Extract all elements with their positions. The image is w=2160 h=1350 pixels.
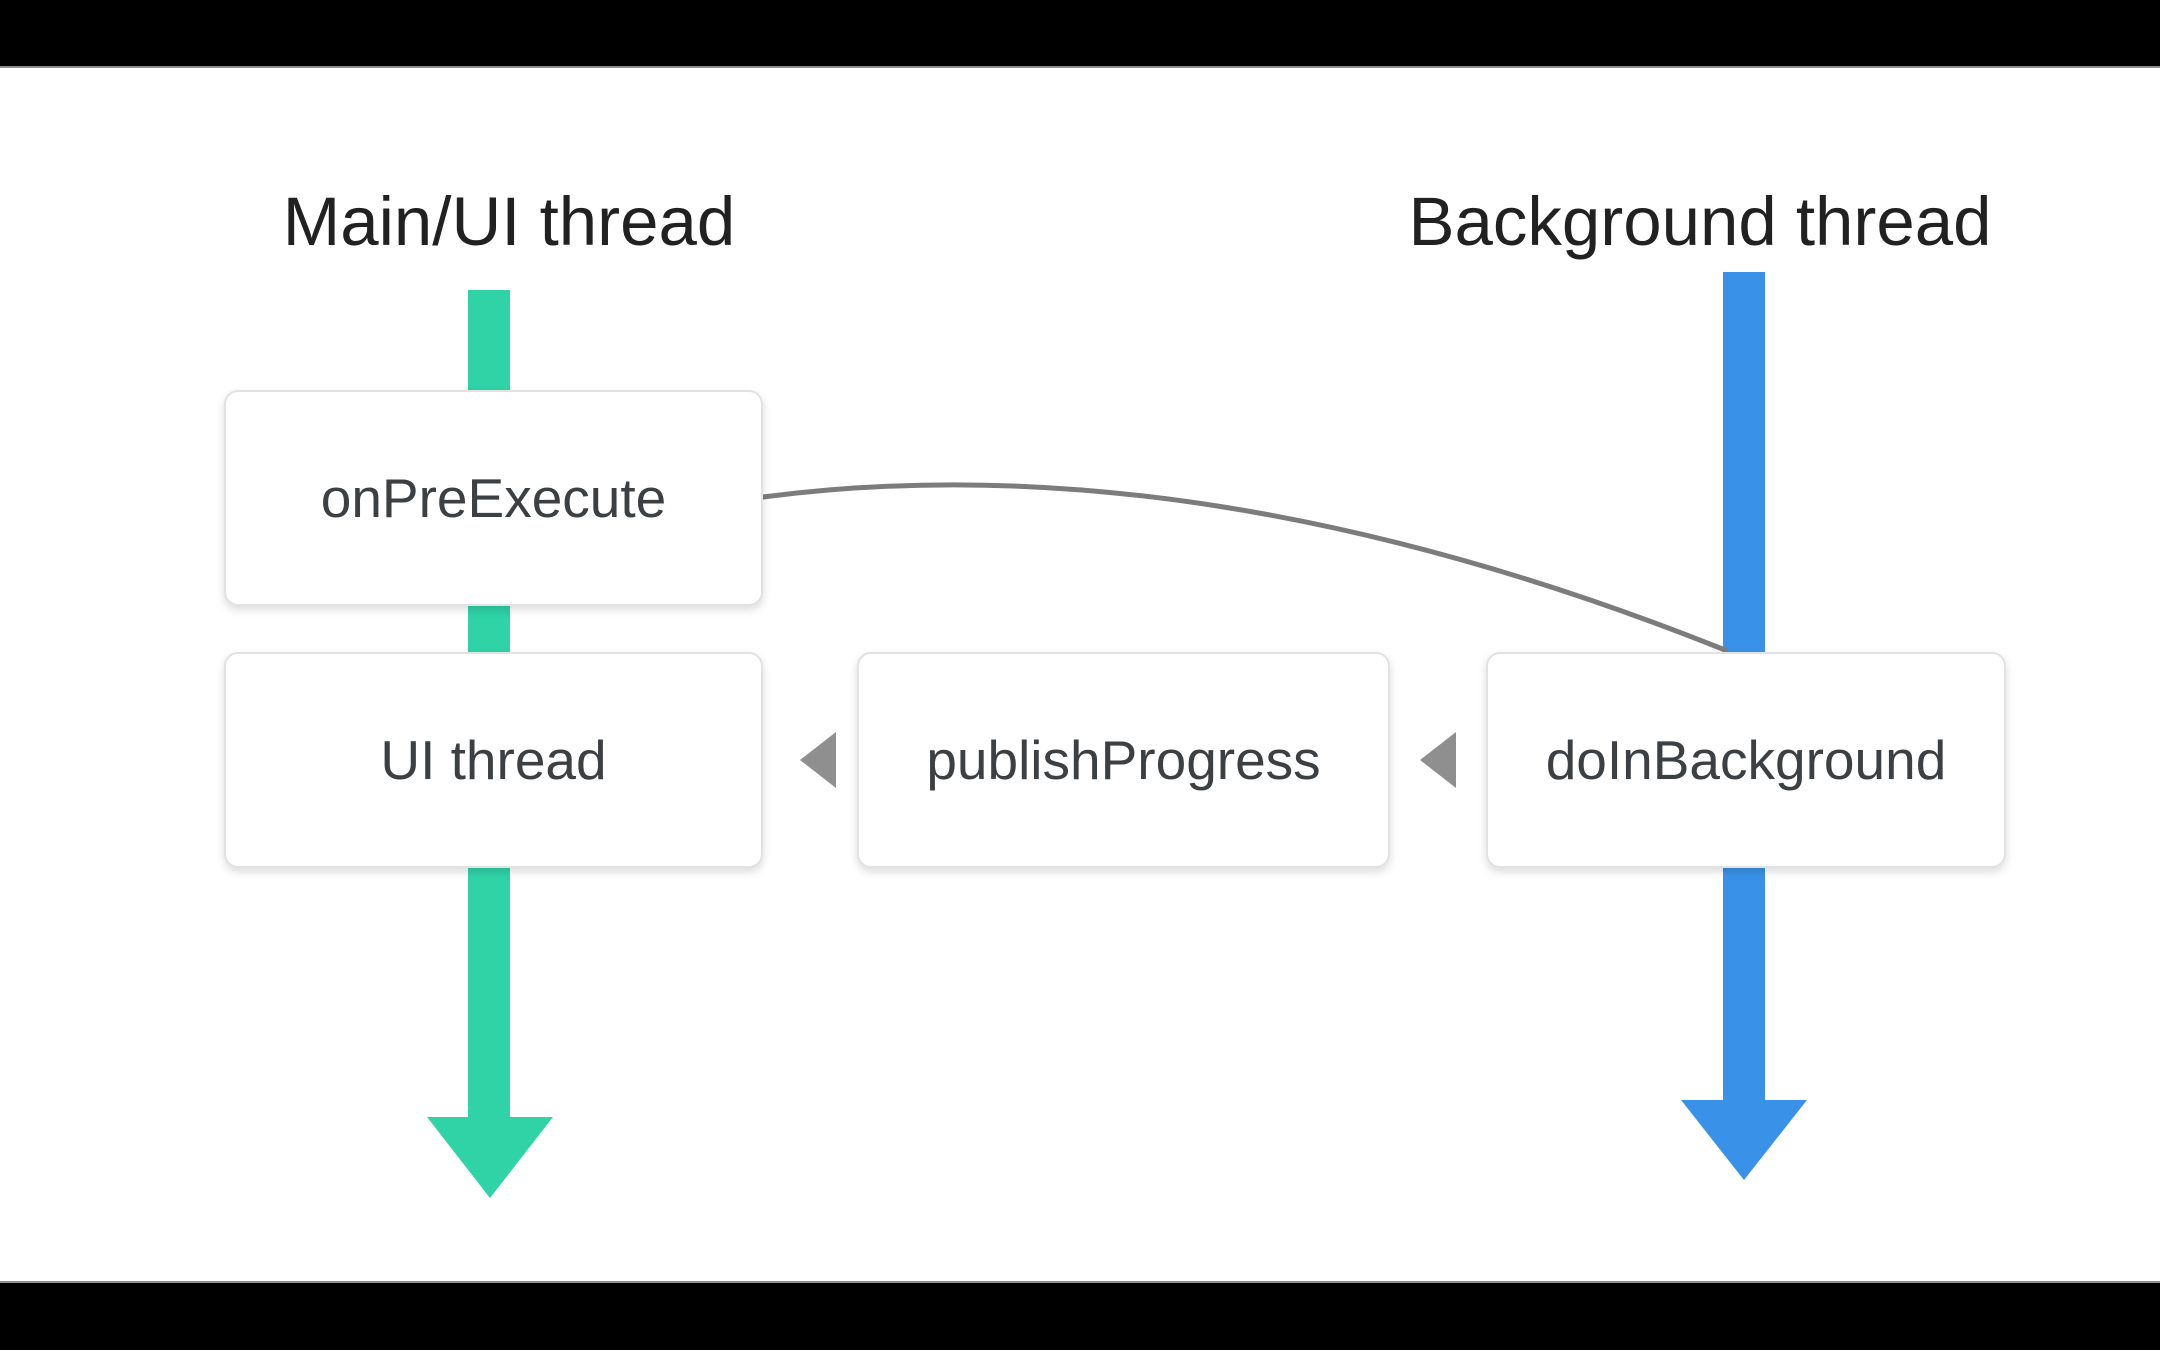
letterbox-top <box>0 0 2160 68</box>
main-thread-arrow-head <box>427 1117 553 1198</box>
diagram-canvas: Main/UI thread Background thread onPreEx… <box>0 67 2160 1283</box>
main-thread-title: Main/UI thread <box>282 183 736 260</box>
node-onpreexecute: onPreExecute <box>224 390 763 606</box>
onpreexecute-to-doinbackground-connector <box>760 482 1728 653</box>
node-onpreexecute-label: onPreExecute <box>320 467 667 529</box>
letterbox-bottom <box>0 1281 2160 1350</box>
node-ui-thread: UI thread <box>224 652 763 868</box>
node-publishprogress-label: publishProgress <box>926 729 1321 791</box>
node-doinbackground-label: doInBackground <box>1545 729 1947 791</box>
node-ui-thread-label: UI thread <box>380 729 607 791</box>
left-triangle-icon <box>1420 732 1456 788</box>
node-doinbackground: doInBackground <box>1486 652 2006 868</box>
background-thread-arrow-head <box>1681 1100 1807 1180</box>
background-thread-title: Background thread <box>1408 183 1992 260</box>
node-publishprogress: publishProgress <box>857 652 1390 868</box>
left-triangle-icon <box>800 732 836 788</box>
